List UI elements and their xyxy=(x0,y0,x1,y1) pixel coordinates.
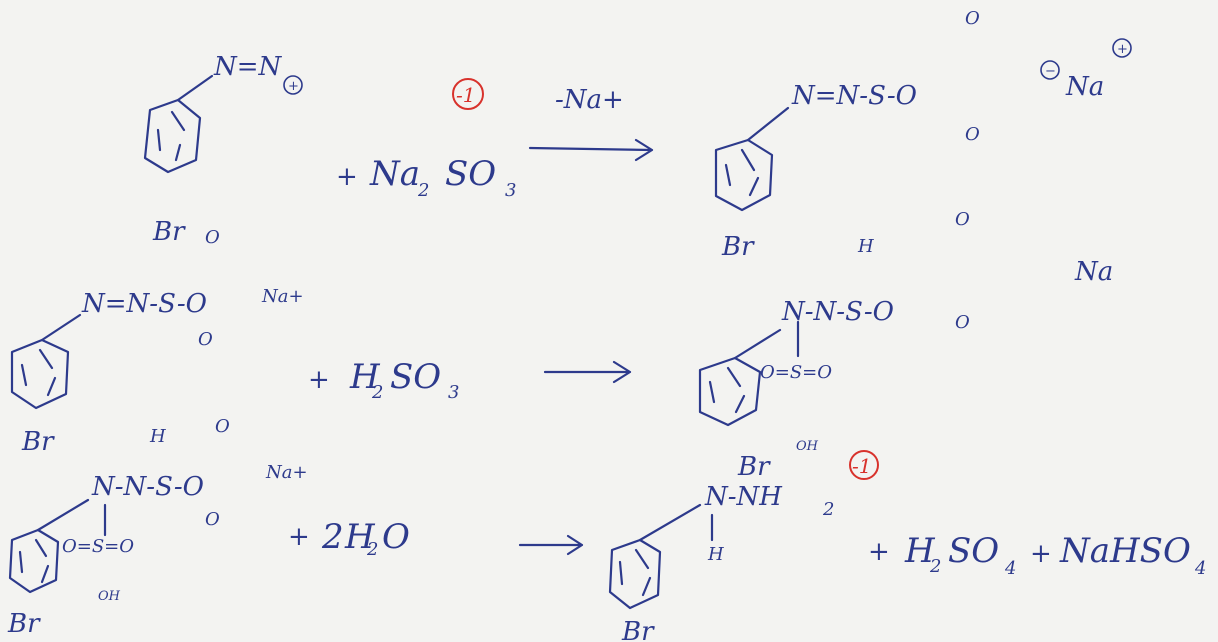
reagent-sub2-1: 3 xyxy=(505,180,516,201)
product-chain-2: N-N-S-O xyxy=(781,297,894,327)
reactant-chain-3: N-N-S-O xyxy=(91,472,204,502)
benzene-ring-1b xyxy=(714,138,774,212)
reagent-sub-2: 2 xyxy=(371,382,383,403)
arrow-2 xyxy=(543,360,632,384)
bond-ring-to-azo-1b xyxy=(746,106,790,142)
benzene-ring-2b xyxy=(698,356,762,427)
reactant-h-3: H xyxy=(149,426,166,447)
reagent-sub-1: 2 xyxy=(417,180,429,201)
nahso4: NaHSO xyxy=(1059,531,1191,571)
reactant-na-3: Na+ xyxy=(265,462,308,483)
h2so4-sub2: 4 xyxy=(1004,558,1016,579)
bond-ring-to-azo-1a xyxy=(176,74,214,102)
reagent-so-1: SO xyxy=(445,154,496,194)
plus-sign-2: + xyxy=(308,365,330,395)
product-sulfonyl-2: O=S=O xyxy=(760,362,832,383)
minus-charge-circle-1 xyxy=(1040,60,1060,80)
benzene-ring-1a xyxy=(143,98,202,174)
reactant-br-2: Br xyxy=(21,427,55,457)
product-o-bot-1: O xyxy=(965,124,980,145)
reagent-na-1: Na xyxy=(369,154,420,194)
reagent-h-2: H xyxy=(349,357,381,397)
nahso4-sub: 4 xyxy=(1194,558,1206,579)
plus-sign-3b: + xyxy=(868,537,890,567)
reactant-chain-2: N=N-S-O xyxy=(81,289,207,319)
product-br-1: Br xyxy=(721,232,755,262)
reactant-o-top-2: O xyxy=(205,227,220,248)
h2so4-h: H xyxy=(904,531,936,571)
reagent-so-2: SO xyxy=(390,357,441,397)
product-br-2: Br xyxy=(737,452,771,482)
plus-charge-circle-1 xyxy=(283,75,303,95)
plus-sign-3c: + xyxy=(1030,539,1052,569)
reaction-1: N=N + Br + Na 2 SO 3 -1 -Na+ N=N-S-O O O… xyxy=(143,8,1132,262)
reactant-oh-3: OH xyxy=(98,589,121,604)
bond-ring-to-nitrogen-3b xyxy=(638,503,702,542)
h2so4-sub: 2 xyxy=(929,556,941,577)
reactant-charge-1: + xyxy=(288,79,299,94)
bond-ring-to-nitrogen-3a xyxy=(36,498,90,532)
benzene-ring-3a xyxy=(8,528,60,594)
reagent-sub2-2: 3 xyxy=(448,382,459,403)
plus-sign-3: + xyxy=(288,522,310,552)
reactant-br-1: Br xyxy=(152,217,186,247)
score-circle-3 xyxy=(849,450,879,480)
reactant-o-top-3: O xyxy=(215,416,230,437)
plus-sign-1: + xyxy=(336,162,358,192)
reaction-2: N=N-S-O O O Na+ Br + H 2 SO 3 H N-N-S-O … xyxy=(10,209,1113,482)
reagent-h-3: H xyxy=(344,517,376,557)
product-h-3: H xyxy=(707,544,724,565)
reactant-o-bot-3: O xyxy=(205,509,220,530)
product-oh-2: OH xyxy=(796,439,819,454)
reagent-coef-3: 2 xyxy=(321,517,344,557)
product-o-bot-2: O xyxy=(955,312,970,333)
product-na-1: Na xyxy=(1065,72,1104,102)
arrow-label-1: -Na+ xyxy=(555,85,624,115)
reaction-3: H N-N-S-O O O Na+ O=S=O OH Br + 2 H 2 O … xyxy=(7,416,1206,642)
reactant-azo-1: N=N xyxy=(213,52,283,82)
reactant-o-bot-2: O xyxy=(198,329,213,350)
arrow-1 xyxy=(528,138,654,162)
product-h-2: H xyxy=(857,236,874,257)
score-1: -1 xyxy=(456,83,475,107)
reactant-sulfonyl-3: O=S=O xyxy=(62,536,134,557)
product-charge-neg-1: − xyxy=(1045,64,1056,79)
arrow-3 xyxy=(518,534,584,556)
bond-ring-to-azo-2a xyxy=(40,313,82,342)
product-chain-1: N=N-S-O xyxy=(791,81,917,111)
reactant-na-2: Na+ xyxy=(261,286,304,307)
benzene-ring-3b xyxy=(608,538,662,610)
product-charge-pos-1: + xyxy=(1117,42,1128,57)
product-chain-3: N-NH xyxy=(704,482,783,512)
score-circle-1 xyxy=(452,78,484,110)
plus-charge-circle-1b xyxy=(1112,38,1132,58)
product-o-top-1: O xyxy=(965,8,980,29)
reactant-br-3: Br xyxy=(7,609,41,639)
reagent-sub-3: 2 xyxy=(366,539,378,560)
bond-ring-to-nitrogen-2b xyxy=(733,328,782,360)
product-na-2: Na xyxy=(1074,257,1113,287)
score-3: -1 xyxy=(852,454,871,478)
h2so4-so: SO xyxy=(948,531,999,571)
product-sub-3: 2 xyxy=(822,499,834,520)
product-o-top-2: O xyxy=(955,209,970,230)
benzene-ring-2a xyxy=(10,338,70,410)
product-br-3: Br xyxy=(621,617,655,642)
reagent-o-3: O xyxy=(382,517,410,557)
